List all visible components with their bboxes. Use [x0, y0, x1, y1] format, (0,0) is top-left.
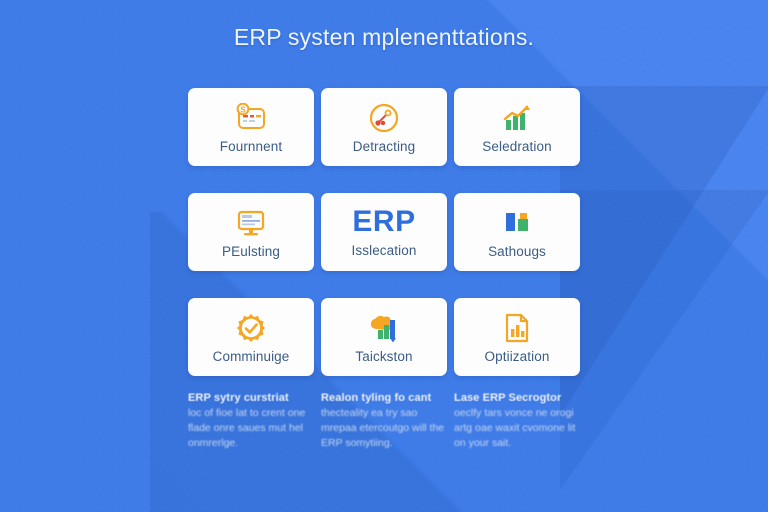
card-sathougs[interactable]: Sathougs	[454, 193, 580, 271]
erp-wordmark: ERP	[352, 204, 416, 238]
long-shadow-upper	[560, 86, 768, 416]
blocks-icon	[502, 206, 532, 240]
circle-molecule-icon	[368, 101, 400, 135]
svg-text:S: S	[240, 105, 246, 114]
cloud-chart-icon	[367, 311, 401, 345]
description-column-3: Lase ERP Secrogtor oeclfy tars vonce ne …	[454, 392, 580, 451]
column-body: oeclfy tars vonce ne orogi artg oae waxi…	[454, 407, 576, 449]
card-label: Comminuige	[212, 348, 290, 364]
column-body: thecteality ea try sao mrepaa etercoutgo…	[321, 407, 445, 449]
card-seledration[interactable]: Seledration	[454, 88, 580, 166]
card-label: PEulsting	[222, 243, 280, 259]
column-heading: Lase ERP Secrogtor	[454, 392, 562, 404]
card-label: Seledration	[482, 138, 552, 154]
card-fournnent[interactable]: S Fournnent	[188, 88, 314, 166]
description-columns: ERP sytry curstriat loc of fioe lat to c…	[188, 392, 588, 451]
document-chart-icon	[502, 311, 532, 345]
card-label: Detracting	[352, 138, 416, 154]
card-label: Taickston	[355, 348, 413, 364]
description-column-2: Realon tyling fo cant thecteality ea try…	[321, 392, 447, 451]
description-column-1: ERP sytry curstriat loc of fioe lat to c…	[188, 392, 314, 451]
card-label: Optiization	[484, 348, 550, 364]
card-peulsting[interactable]: PEulsting	[188, 193, 314, 271]
card-dollar-icon: S	[234, 101, 268, 135]
card-optiization[interactable]: Optiization	[454, 298, 580, 376]
card-comminuige[interactable]: Comminuige	[188, 298, 314, 376]
card-detracting[interactable]: Detracting	[321, 88, 447, 166]
column-heading: ERP sytry curstriat	[188, 392, 289, 404]
card-label: Isslecation	[351, 242, 417, 258]
long-shadow-lower	[560, 190, 768, 490]
growth-bar-chart-icon	[500, 101, 534, 135]
page-title: ERP systen mplenenttations.	[233, 24, 535, 50]
badge-check-icon	[235, 311, 267, 345]
column-body: loc of fioe lat to crent one flade onre …	[188, 407, 306, 449]
card-label: Sathougs	[488, 243, 546, 259]
card-label: Fournnent	[219, 138, 283, 154]
card-erp-isslecation[interactable]: ERP Isslecation	[321, 193, 447, 271]
feature-card-grid: S Fournnent Detracting	[188, 88, 580, 376]
monitor-icon	[234, 206, 268, 240]
column-heading: Realon tyling fo cant	[321, 392, 432, 404]
card-taickston[interactable]: Taickston	[321, 298, 447, 376]
